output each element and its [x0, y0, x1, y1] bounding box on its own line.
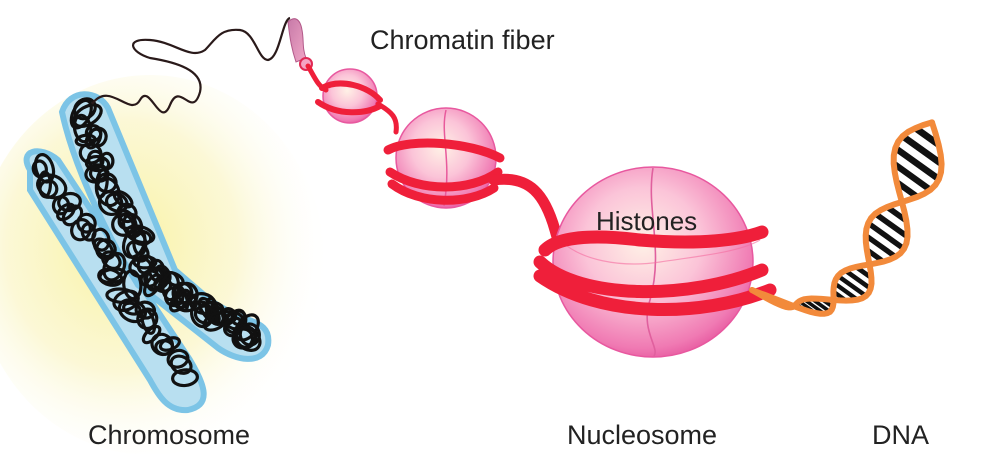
dna-base-pair — [843, 268, 872, 291]
chromatin-fiber-tail — [287, 18, 307, 63]
chromatin-loop — [234, 325, 258, 349]
dna-base-pair — [891, 161, 933, 193]
chromatin-loop — [70, 218, 92, 242]
chromatin-loop — [95, 176, 121, 208]
chromatin-loop — [166, 348, 190, 369]
chromatin-loop — [91, 227, 111, 252]
chromatin-loop — [104, 192, 129, 213]
chromatin-loop — [84, 127, 103, 150]
dna-base-pair — [866, 220, 906, 252]
chromatin-loop — [140, 308, 157, 335]
dna-base-pair — [864, 233, 898, 259]
chromatin-loop — [36, 173, 68, 200]
chromatin-loop — [171, 368, 199, 388]
chromatin-loop — [112, 289, 140, 312]
dna-base-pair — [833, 281, 859, 302]
histone-small — [315, 68, 383, 124]
chromatin-loop — [84, 154, 111, 173]
chromatin-loop — [176, 281, 199, 306]
histones-label: Histones — [596, 206, 698, 236]
dna-base-pair — [893, 145, 941, 182]
chromatin-thread — [91, 16, 291, 114]
dna-backbone — [749, 119, 935, 317]
linker-dna-1 — [305, 63, 399, 135]
chromatin-loop — [57, 191, 82, 213]
dna-label: DNA — [872, 420, 930, 450]
chromatin-loop — [101, 250, 122, 270]
chromosome-illustration — [0, 75, 325, 454]
chromosome-label: Chromosome — [88, 420, 251, 450]
chromatin-loop — [154, 338, 175, 356]
chromatin-loop — [97, 267, 124, 287]
dna-base-pair — [900, 133, 944, 167]
chromatin-coils — [31, 97, 262, 388]
dna-base-pair — [836, 274, 868, 298]
chromatin-fiber-label: Chromatin fiber — [370, 25, 555, 55]
chromatin-loop — [132, 231, 148, 256]
nucleosome-wrap — [533, 225, 777, 316]
dna-base-pair — [873, 211, 910, 240]
nucleosome-label: Nucleosome — [567, 420, 718, 450]
dna-double-helix — [749, 119, 945, 317]
histone-medium — [383, 107, 505, 209]
